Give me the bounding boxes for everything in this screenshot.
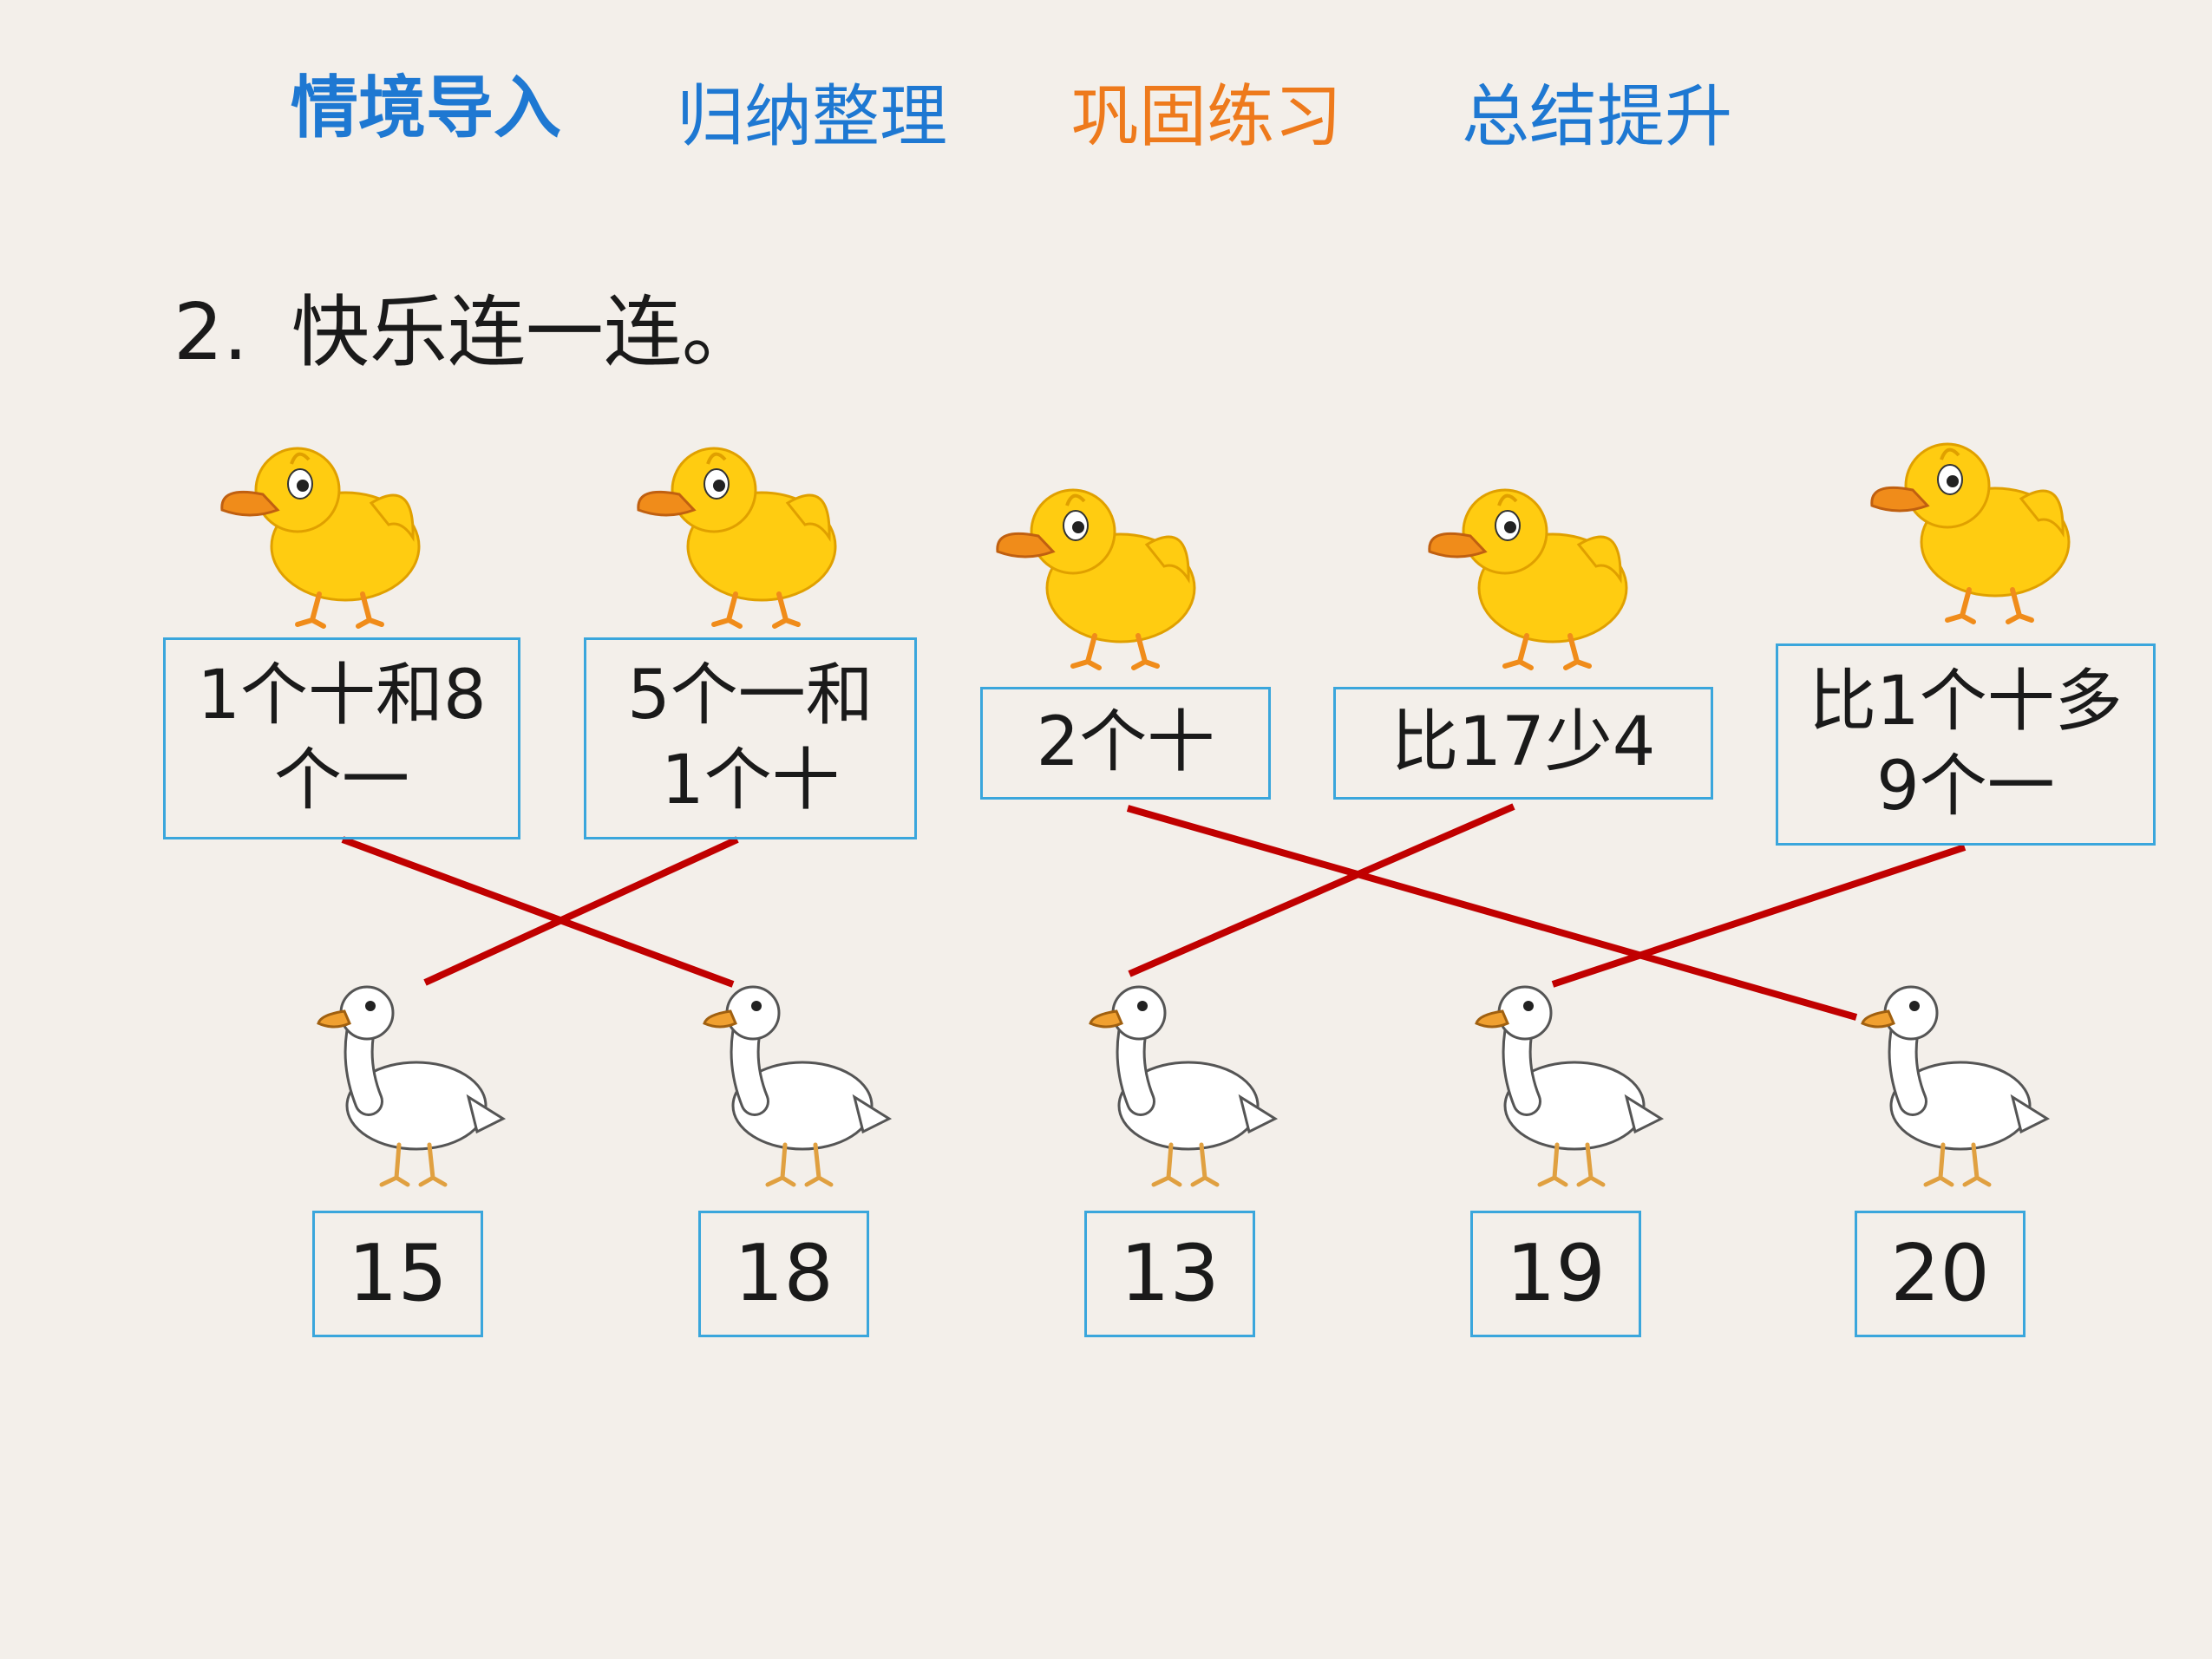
tab-scenario-intro[interactable]: 情境导入: [291, 69, 562, 147]
goose-5: [1862, 987, 2047, 1185]
goose-number-15[interactable]: 15: [312, 1211, 483, 1337]
label-line: 比1个十多: [1809, 663, 2123, 741]
connection-line-2: [423, 836, 739, 986]
label-line: 1个十: [661, 741, 840, 820]
goose-number-18[interactable]: 18: [698, 1211, 869, 1337]
duckling-4: [1430, 490, 1626, 668]
goose-1: [318, 987, 503, 1185]
goose-number-19[interactable]: 19: [1470, 1211, 1641, 1337]
duckling-label-3[interactable]: 2个十: [980, 687, 1271, 800]
label-line: 个一: [273, 741, 409, 820]
goose-2: [704, 987, 889, 1185]
label-line: 1个十和8: [197, 656, 487, 735]
goose-number-20[interactable]: 20: [1855, 1211, 2025, 1337]
label-line: 9个一: [1876, 747, 2055, 826]
label-line: 5个一和: [627, 656, 874, 735]
goose-4: [1476, 987, 1661, 1185]
connection-line-1: [341, 836, 735, 988]
tab-conclusion[interactable]: 总结提升: [1462, 78, 1733, 156]
duckling-3: [998, 490, 1194, 668]
goose-3: [1090, 987, 1275, 1185]
label-line: 比17少4: [1391, 703, 1656, 782]
tab-summary-organize[interactable]: 归纳整理: [677, 78, 948, 156]
connection-line-3: [1126, 805, 1858, 1021]
goose-number-13[interactable]: 13: [1084, 1211, 1255, 1337]
question-title: 2. 快乐连一连。: [173, 269, 760, 382]
tab-practice[interactable]: 巩固练习: [1071, 78, 1343, 156]
duckling-1: [222, 448, 419, 626]
duckling-2: [638, 448, 835, 626]
connection-line-5: [1551, 844, 1967, 988]
question-number: 2.: [173, 287, 248, 378]
question-text: 快乐连一连。: [291, 287, 760, 378]
duckling-label-4[interactable]: 比17少4: [1333, 687, 1713, 800]
duckling-5: [1872, 444, 2069, 622]
connection-line-4: [1128, 803, 1515, 977]
label-line: 2个十: [1036, 703, 1215, 782]
